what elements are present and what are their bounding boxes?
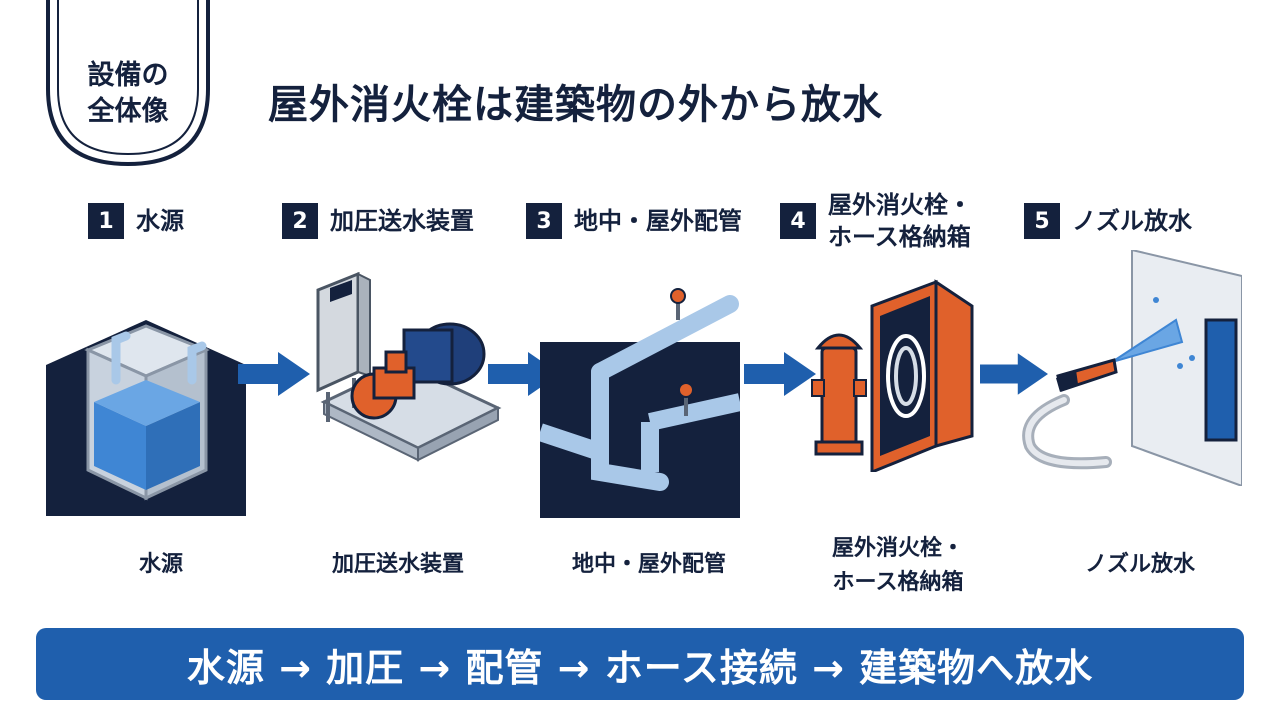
- caption-step-2: 加圧送水装置: [300, 548, 496, 582]
- hydrant-hose-box-illustration: [811, 279, 974, 472]
- step-4-header: 4 屋外消火栓・ ホース格納箱: [780, 189, 972, 253]
- caption-step-5-line-1: ノズル放水: [1084, 552, 1195, 577]
- badge-line-2: 全体像: [87, 96, 169, 127]
- step-2-number: 2: [282, 203, 318, 239]
- pump-illustration: [316, 272, 502, 462]
- water-tank-illustration: [46, 320, 246, 516]
- step-4-label-line-1: 屋外消火栓・: [828, 191, 972, 219]
- step-5-label: ノズル放水: [1072, 207, 1192, 235]
- caption-step-5: ノズル放水: [1052, 548, 1228, 582]
- step-4-label-line-2: ホース格納箱: [828, 223, 971, 251]
- caption-step-4-line-2: ホース格納箱: [832, 570, 964, 595]
- step-3-number: 3: [526, 203, 562, 239]
- nozzle-spray-illustration: [1022, 250, 1242, 486]
- caption-step-3: 地中・屋外配管: [544, 548, 754, 582]
- flow-arrow-3: [744, 352, 816, 396]
- step-5-number: 5: [1024, 203, 1060, 239]
- caption-step-2-line-1: 加圧送水装置: [331, 552, 464, 577]
- badge-line-1: 設備の: [87, 60, 169, 91]
- caption-step-4-line-1: 屋外消火栓・: [831, 536, 964, 561]
- piping-illustration: [540, 288, 740, 518]
- badge-label: 設備の 全体像: [38, 58, 218, 130]
- step-5-header: 5 ノズル放水: [1024, 203, 1192, 239]
- flow-arrow-1: [238, 352, 310, 396]
- page-title: 屋外消火栓は建築物の外から放水: [268, 82, 883, 128]
- caption-step-1-line-1: 水源: [138, 552, 183, 577]
- step-3-header: 3 地中・屋外配管: [526, 203, 742, 239]
- caption-step-1: 水源: [96, 548, 226, 582]
- flow-summary-text: 水源 → 加圧 → 配管 → ホース接続 → 建築物へ放水: [186, 645, 1094, 690]
- flow-arrow-4: [980, 353, 1048, 395]
- step-2-header: 2 加圧送水装置: [282, 203, 474, 239]
- step-1-header: 1 水源: [88, 203, 184, 239]
- step-3-label: 地中・屋外配管: [574, 207, 742, 235]
- step-4-label: 屋外消火栓・ ホース格納箱: [828, 189, 972, 253]
- caption-step-4: 屋外消火栓・ ホース格納箱: [800, 532, 996, 600]
- step-1-number: 1: [88, 203, 124, 239]
- step-2-label: 加圧送水装置: [330, 207, 474, 235]
- step-4-number: 4: [780, 203, 816, 239]
- flow-summary-banner: 水源 → 加圧 → 配管 → ホース接続 → 建築物へ放水: [36, 628, 1244, 700]
- step-1-label: 水源: [136, 207, 184, 235]
- badge-shield-frame: [46, 0, 210, 167]
- caption-step-3-line-1: 地中・屋外配管: [571, 552, 726, 577]
